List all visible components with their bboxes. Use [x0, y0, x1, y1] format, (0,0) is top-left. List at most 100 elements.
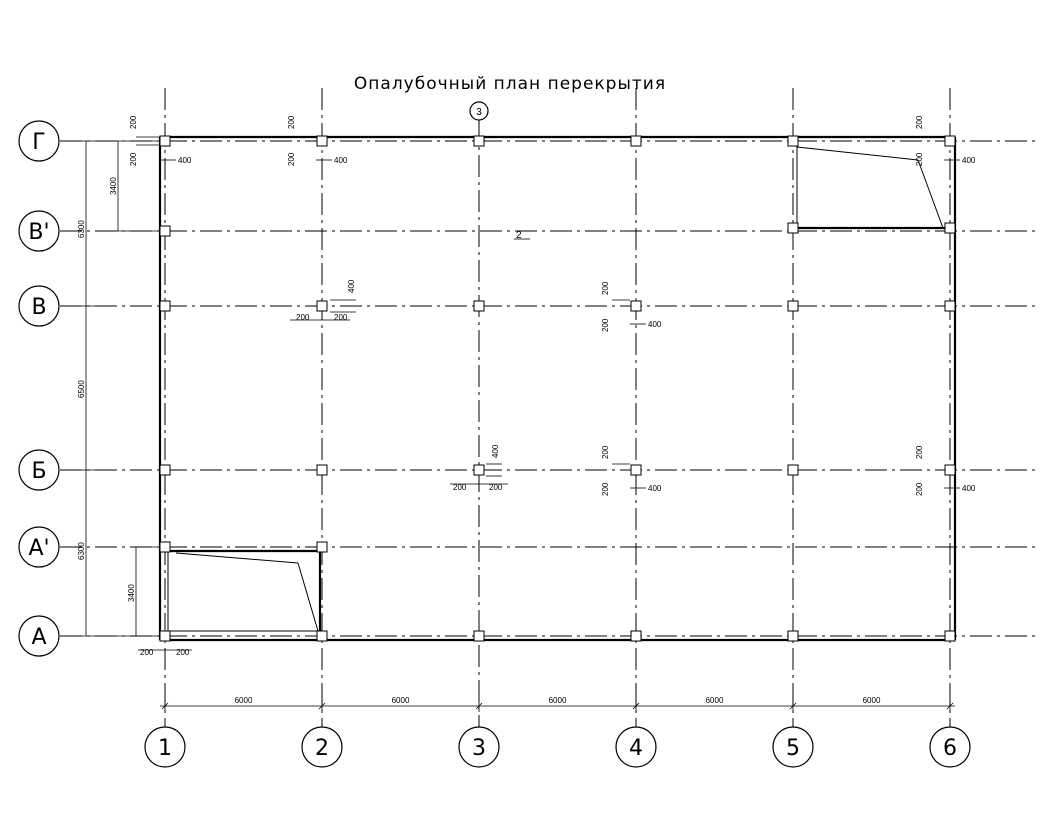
left-dimension-chains: 6300 6500 6300 3400 3400	[77, 140, 160, 637]
top-axis-marker: 3	[469, 101, 489, 121]
column	[630, 300, 642, 312]
columns	[159, 135, 956, 642]
column	[159, 300, 171, 312]
column	[944, 222, 956, 234]
axis-bubble-row-3: Б	[18, 449, 60, 491]
column	[316, 135, 328, 147]
dim-text: 400	[962, 484, 976, 493]
column	[316, 630, 328, 642]
dim-text: 200	[915, 152, 924, 166]
axis-bubble-row-4: А'	[18, 526, 60, 568]
column	[473, 300, 485, 312]
opening-top-right	[793, 137, 955, 230]
dim-text: 200	[915, 115, 924, 129]
dim-text: 6500	[77, 380, 86, 398]
column	[316, 464, 328, 476]
column	[787, 630, 799, 642]
dim-text: 400	[334, 156, 348, 165]
column	[473, 630, 485, 642]
dim-text: 200	[601, 318, 610, 332]
dim-text: 200	[140, 648, 154, 657]
dim-text: 200	[601, 281, 610, 295]
bay-dim-text: 6000	[706, 696, 724, 705]
dim-text: 6300	[77, 220, 86, 238]
dim-text: 200	[915, 445, 924, 459]
svg-text:Б: Б	[31, 459, 46, 484]
axis-bubble-4: 4	[615, 726, 657, 768]
plan-title: Опалубочный план перекрытия	[354, 74, 666, 94]
dim-text: 3400	[127, 584, 136, 602]
bay-dim-text: 6000	[549, 696, 567, 705]
column	[944, 630, 956, 642]
axis-bubble-6: 6	[929, 726, 971, 768]
bay-dim-text: 6000	[392, 696, 410, 705]
bottom-dimension-chain: 6000 6000 6000 6000 6000	[160, 696, 955, 712]
dim-text: 200	[334, 313, 348, 322]
column	[787, 135, 799, 147]
column	[159, 541, 171, 553]
axis-bubble-3: 3	[458, 726, 500, 768]
dim-text: 200	[287, 115, 296, 129]
axis-bubble-1: 1	[144, 726, 186, 768]
dim-text: 400	[347, 279, 356, 293]
column-dims: 200 200 400 200 200 400 200 200 400 400 …	[129, 115, 976, 657]
svg-text:А: А	[31, 625, 46, 650]
dim-text: 200	[287, 152, 296, 166]
svg-text:В': В'	[28, 220, 49, 245]
column	[630, 135, 642, 147]
column	[473, 464, 485, 476]
dim-text: 200	[296, 313, 310, 322]
dim-text: 400	[491, 444, 500, 458]
svg-text:2: 2	[315, 736, 329, 761]
column	[944, 300, 956, 312]
column	[473, 135, 485, 147]
svg-text:4: 4	[629, 736, 643, 761]
column	[787, 464, 799, 476]
axis-bubble-row-5: А	[18, 615, 60, 657]
column	[159, 225, 171, 237]
dim-text: 200	[601, 482, 610, 496]
top-marker-text: 3	[476, 107, 482, 118]
axis-bubble-5: 5	[772, 726, 814, 768]
column	[316, 541, 328, 553]
vertical-axes	[164, 88, 951, 730]
svg-text:В: В	[31, 295, 46, 320]
svg-text:3: 3	[472, 736, 486, 761]
column	[159, 630, 171, 642]
axis-bubble-row-1: В'	[18, 210, 60, 252]
svg-text:6: 6	[943, 736, 957, 761]
axis-bubble-row-2: В	[18, 285, 60, 327]
dim-text: 200	[601, 445, 610, 459]
column	[316, 300, 328, 312]
svg-text:5: 5	[786, 736, 800, 761]
dim-text: 200	[176, 648, 190, 657]
column	[944, 464, 956, 476]
row-axis-bubbles: Г В' В Б А' А	[18, 120, 60, 657]
bay-dim-text: 6000	[863, 696, 881, 705]
slab-mark: 2	[516, 230, 522, 241]
horizontal-axes	[60, 140, 1040, 637]
dim-text: 200	[129, 152, 138, 166]
svg-text:А': А'	[28, 536, 49, 561]
column	[944, 135, 956, 147]
column	[159, 464, 171, 476]
opening-bottom-left	[160, 547, 322, 640]
dim-text: 6300	[77, 542, 86, 560]
column	[159, 135, 171, 147]
column	[787, 300, 799, 312]
column	[630, 630, 642, 642]
dim-text: 3400	[109, 177, 118, 195]
dim-text: 200	[453, 483, 467, 492]
dim-text: 400	[648, 320, 662, 329]
svg-text:1: 1	[158, 736, 172, 761]
column-axis-bubbles: 1 2 3 4 5 6	[144, 726, 971, 768]
slab-outline	[158, 135, 957, 642]
dim-text: 400	[178, 156, 192, 165]
dim-text: 200	[915, 482, 924, 496]
bay-dim-text: 6000	[235, 696, 253, 705]
column	[787, 222, 799, 234]
dim-text: 400	[962, 156, 976, 165]
axis-bubble-row-0: Г	[18, 120, 60, 162]
column	[630, 464, 642, 476]
